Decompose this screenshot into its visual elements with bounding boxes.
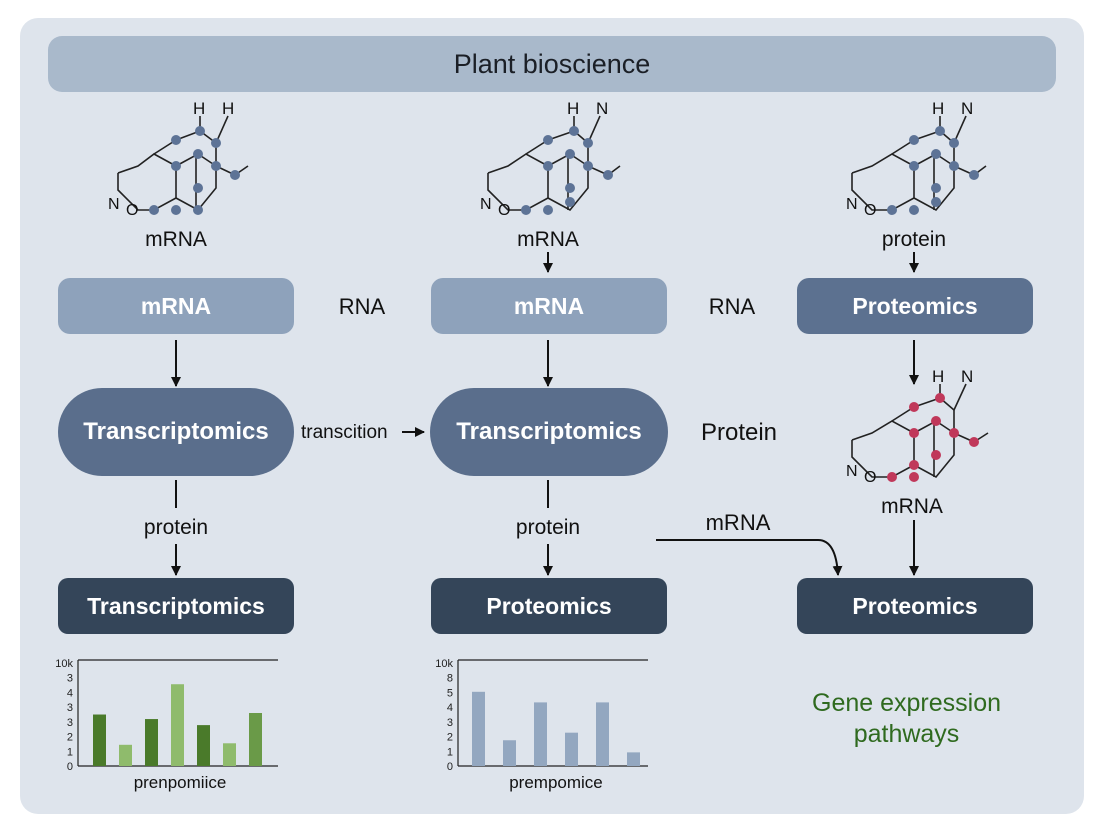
bar-chart-left: 0 1 2 3 3 4 3 10k xyxy=(55,658,278,773)
caption-line-1: Gene expression xyxy=(812,689,1002,717)
connector-rna-right: RNA xyxy=(708,294,756,319)
atom-h-1a: H xyxy=(193,99,206,118)
molecule-label-4: mRNA xyxy=(881,495,943,518)
bar-chart-middle: 0 1 2 3 4 5 8 10k xyxy=(435,658,648,773)
chart-left-ytick-6: 3 xyxy=(67,673,73,685)
chart-left-ytick-4: 3 xyxy=(67,702,73,714)
chart-middle-bar-2 xyxy=(503,740,516,766)
box-col3-lower: Proteomics xyxy=(797,578,1033,634)
box-col2-middle: Transcriptomics xyxy=(430,388,668,476)
atom-h-2: H xyxy=(567,99,580,118)
molecule-label-2: mRNA xyxy=(517,228,579,251)
chart-left-bar-1 xyxy=(93,714,106,766)
atom-o-1: O xyxy=(126,202,139,219)
box-col2-upper-label: mRNA xyxy=(513,292,585,319)
atom-h-1b: H xyxy=(222,99,235,118)
box-col2-middle-label: Transcriptomics xyxy=(456,418,642,445)
box-col2-upper: mRNA xyxy=(431,278,667,334)
diagram-title: Plant bioscience xyxy=(453,48,651,79)
atom-o-4: O xyxy=(864,469,877,486)
chart-middle-ytick-2: 2 xyxy=(447,732,453,744)
molecule-structure-2 xyxy=(487,115,621,215)
atom-h-3: H xyxy=(932,99,945,118)
molecule-label-1: mRNA xyxy=(145,228,207,251)
chart-left-ytick-2: 2 xyxy=(67,732,73,744)
chart-middle-ytick-4: 4 xyxy=(447,702,453,714)
chart-left-bar-4 xyxy=(171,684,184,766)
box-col3-upper: Proteomics xyxy=(797,278,1033,334)
chart-middle-bar-3 xyxy=(534,702,547,766)
chart-middle-bar-6 xyxy=(627,752,640,766)
chart-left-bar-2 xyxy=(119,744,132,766)
caption: Gene expression pathways xyxy=(812,688,1001,750)
atom-n-4b: N xyxy=(846,463,858,480)
chart-left-xlabel: prenpomiice xyxy=(133,773,227,792)
atom-n-4a: N xyxy=(961,367,974,386)
chart-left-bar-7 xyxy=(249,713,262,766)
chart-middle-bar-1 xyxy=(472,691,485,766)
box-col1-middle: Transcriptomics xyxy=(58,388,294,476)
chart-middle-ytick-5: 5 xyxy=(447,687,453,699)
box-col3-lower-label: Proteomics xyxy=(852,592,978,619)
box-col3-upper-label: Proteomics xyxy=(852,292,978,319)
molecule-structure-1 xyxy=(117,115,249,215)
arrow-label-col2: protein xyxy=(515,516,581,539)
chart-middle-ytick-6: 8 xyxy=(447,673,453,685)
chart-middle-ytick-0: 0 xyxy=(447,761,453,773)
connector-protein-side: Protein xyxy=(700,419,778,446)
chart-left-ytick-5: 4 xyxy=(67,687,73,699)
chart-left-ytick-7: 10k xyxy=(55,658,73,670)
atom-n-2b: N xyxy=(480,196,492,213)
molecule-label-3: protein xyxy=(881,228,947,251)
box-col2-lower: Proteomics xyxy=(431,578,667,634)
chart-middle-ytick-1: 1 xyxy=(447,746,453,758)
atom-o-3: O xyxy=(864,202,877,219)
chart-left-bar-3 xyxy=(145,719,158,766)
arrow-mrna-curve xyxy=(656,539,843,576)
chart-left-ytick-3: 3 xyxy=(67,717,73,729)
atom-n-2a: N xyxy=(596,99,609,118)
box-col1-upper: mRNA xyxy=(58,278,294,334)
box-col2-lower-label: Proteomics xyxy=(486,592,612,619)
flow-arrows xyxy=(171,252,919,576)
box-col1-upper-label: mRNA xyxy=(140,292,212,319)
molecule-structure-4 xyxy=(851,383,989,482)
chart-middle-bar-5 xyxy=(596,702,609,766)
atom-n-3a: N xyxy=(961,99,974,118)
box-col1-lower-label: Transcriptomics xyxy=(87,592,265,619)
caption-line-2: pathways xyxy=(853,720,960,748)
chart-middle-bar-4 xyxy=(565,732,578,766)
atom-h-4: H xyxy=(932,367,945,386)
title-bar: Plant bioscience xyxy=(48,36,1056,92)
chart-middle-ytick-3: 3 xyxy=(447,717,453,729)
atom-n-1: N xyxy=(108,196,120,213)
chart-middle-xlabel: prempomice xyxy=(509,773,603,792)
molecule-structure-3 xyxy=(851,115,987,215)
chart-left-ytick-1: 1 xyxy=(67,746,73,758)
box-col1-lower: Transcriptomics xyxy=(58,578,294,634)
chart-left-ytick-0: 0 xyxy=(67,761,73,773)
atom-n-3b: N xyxy=(846,196,858,213)
chart-left-bar-6 xyxy=(223,743,236,766)
connector-transcription: transcition xyxy=(301,422,388,443)
box-col1-middle-label: Transcriptomics xyxy=(83,418,269,445)
chart-left-bar-5 xyxy=(197,725,210,766)
atom-o-2: O xyxy=(498,202,511,219)
connector-rna-left: RNA xyxy=(338,294,386,319)
connector-mrna-curve: mRNA xyxy=(705,510,771,535)
arrow-label-col1: protein xyxy=(143,516,209,539)
chart-middle-ytick-7: 10k xyxy=(435,658,453,670)
